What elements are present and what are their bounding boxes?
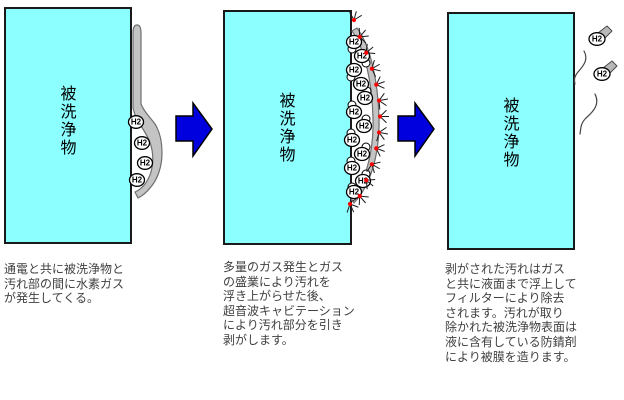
caption-step-1: 通電と共に被洗浄物と 汚れ部の間に水素ガス が発生してくる。 — [4, 262, 125, 306]
h2-bubble — [355, 118, 373, 134]
gas-label: H2 — [358, 177, 369, 186]
cavitation-dot — [351, 17, 357, 23]
gas-label: H2 — [592, 35, 603, 44]
caption-step-3: 剥がされた汚れはガス と共に液面まで浮上して フィルターにより除去 されます。汚… — [445, 262, 578, 364]
h2-bubble — [343, 160, 361, 176]
workpiece-3 — [447, 12, 575, 250]
h2-bubble — [345, 62, 363, 78]
gas-label: H2 — [347, 136, 358, 145]
cavitation-dot — [364, 50, 369, 55]
h2-bubble — [352, 76, 370, 92]
h2-bubble — [133, 136, 151, 150]
h2-bubble — [345, 184, 363, 200]
cavitation-dot — [347, 201, 353, 207]
gas-label: H2 — [137, 139, 148, 148]
gas-label: H2 — [349, 38, 360, 47]
gas-label: H2 — [359, 122, 370, 131]
h2-bubble — [353, 146, 371, 162]
cavitation-dot — [374, 82, 379, 87]
workpiece-2-label: 被洗浄物 — [279, 93, 296, 164]
gas-label: H2 — [349, 66, 360, 75]
rise-curve-1 — [573, 50, 587, 85]
gas-label: H2 — [360, 94, 371, 103]
workpiece-1 — [4, 7, 132, 244]
cavitation-dot — [376, 130, 382, 135]
gas-label: H2 — [597, 70, 608, 79]
h2-bubble — [136, 156, 154, 170]
h2-bubble — [345, 34, 363, 50]
h2-bubble — [127, 115, 145, 129]
workpiece-1-label: 被洗浄物 — [60, 86, 77, 157]
gas-label: H2 — [131, 118, 142, 127]
gas-label: H2 — [349, 108, 360, 117]
gas-label: H2 — [349, 188, 360, 197]
gas-label: H2 — [347, 164, 358, 173]
h2-bubble — [128, 173, 146, 187]
cavitation-dot — [357, 194, 362, 199]
h2-bubble — [343, 132, 361, 148]
cavitation-dot — [369, 162, 374, 167]
gas-label: H2 — [356, 80, 367, 89]
cavitation-dot — [377, 114, 383, 119]
h2-bubble — [356, 90, 374, 106]
h2-bubble — [345, 104, 363, 120]
cavitation-marks — [346, 11, 389, 213]
gas-label: H2 — [357, 52, 368, 61]
caption-step-2: 多量のガス発生とガス の盛業により汚れを 浮き上がらせた後、 超音波キャビテーシ… — [223, 260, 355, 347]
workpiece-3-label: 被洗浄物 — [503, 98, 520, 169]
workpiece-2 — [223, 10, 352, 245]
cavitation-dot — [357, 34, 362, 39]
cavitation-dot — [364, 178, 369, 183]
gas-label: H2 — [132, 176, 143, 185]
cavitation-dot — [369, 66, 374, 71]
dirt-layer-2 — [350, 27, 380, 204]
h2-bubble — [593, 67, 611, 81]
process-arrow-2-icon — [397, 100, 435, 159]
cavitation-dot — [374, 146, 379, 151]
gas-label: H2 — [357, 150, 368, 159]
cavitation-dot — [376, 98, 382, 103]
process-arrow-1-icon — [175, 100, 213, 159]
h2-bubble — [588, 32, 606, 46]
gas-label: H2 — [140, 159, 151, 168]
dirt-layer-1 — [132, 24, 163, 199]
rise-curve-2 — [579, 93, 598, 135]
